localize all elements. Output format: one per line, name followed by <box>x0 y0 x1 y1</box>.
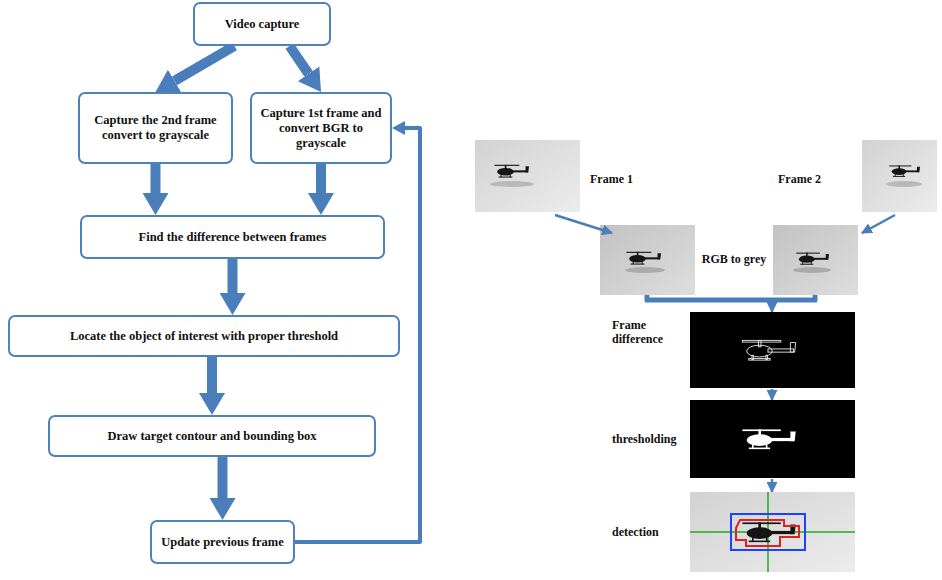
helicopter <box>626 252 661 265</box>
helicopter-mask <box>742 429 795 449</box>
process-box: Video capture <box>193 2 331 46</box>
bounding-box <box>731 514 805 550</box>
process-box: Capture the 2nd frame convert to graysca… <box>78 92 233 164</box>
flow-arrow <box>862 215 895 233</box>
flow-arrow <box>151 164 161 193</box>
figure-label: thresholding <box>612 432 676 446</box>
process-box: Update previous frame <box>150 520 295 564</box>
process-box: Draw target contour and bounding box <box>48 415 376 457</box>
box-text: Find the difference between frames <box>139 230 327 245</box>
flow-arrow <box>175 46 235 81</box>
shadow <box>793 267 831 273</box>
threshold-image <box>690 400 855 478</box>
figure-label: detection <box>612 525 659 539</box>
flow-arrow <box>771 302 774 312</box>
helicopter-edges <box>742 340 795 360</box>
process-box: Locate the object of interest with prope… <box>8 315 400 357</box>
box-text: Capture the 2nd frame convert to graysca… <box>88 113 223 143</box>
flow-arrow <box>555 215 612 233</box>
flow-arrow <box>228 259 238 293</box>
grey-image <box>600 225 695 295</box>
helicopter <box>796 253 829 265</box>
flow-arrow <box>207 357 217 393</box>
grey-image <box>773 225 858 295</box>
shadow <box>490 181 534 187</box>
box-text: Video capture <box>225 17 300 32</box>
flow-arrow <box>771 389 774 400</box>
process-box: Capture 1st frame and convert BGR to gra… <box>250 92 392 164</box>
flow-arrow <box>316 164 326 193</box>
frame-photo <box>862 140 937 212</box>
detection-image <box>690 492 855 572</box>
shadow <box>886 181 922 187</box>
difference-image <box>690 312 855 388</box>
figure-label: Frame 2 <box>778 172 821 186</box>
helicopter <box>889 165 920 176</box>
box-text: Capture 1st frame and convert BGR to gra… <box>260 106 382 151</box>
figure-label: Frame difference <box>612 318 682 347</box>
figure-label: Frame 1 <box>590 172 633 186</box>
helicopter <box>494 165 529 178</box>
flow-arrow <box>218 457 228 498</box>
box-text: Update previous frame <box>161 535 284 550</box>
frame-photo <box>475 140 580 212</box>
merge-bar <box>645 298 817 303</box>
figure-label: RGB to grey <box>697 252 771 266</box>
flow-arrow <box>771 479 774 492</box>
box-text: Locate the object of interest with prope… <box>70 329 338 344</box>
process-box: Find the difference between frames <box>80 215 385 259</box>
shadow <box>625 267 665 273</box>
target-contour <box>736 520 799 546</box>
box-text: Draw target contour and bounding box <box>107 429 316 444</box>
flow-arrow <box>290 46 309 74</box>
